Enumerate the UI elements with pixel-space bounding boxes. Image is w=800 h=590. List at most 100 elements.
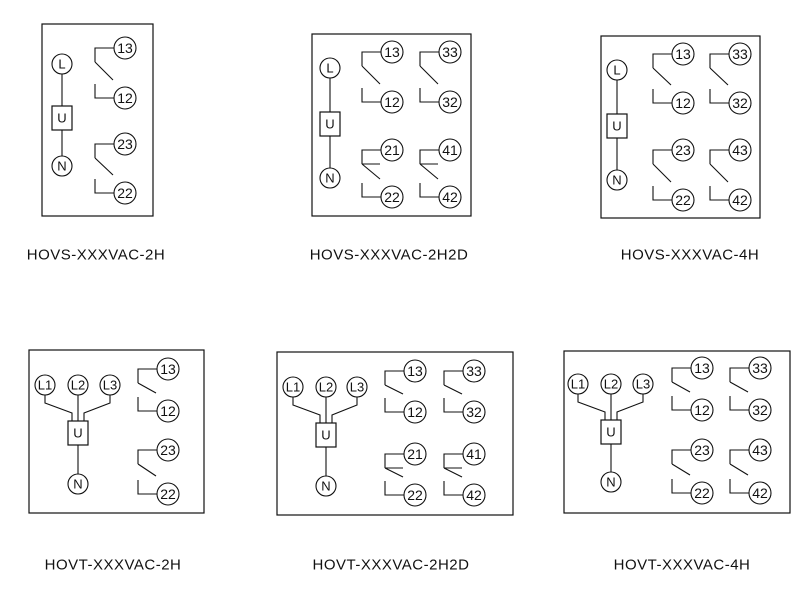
- supply-wire: [83, 395, 111, 421]
- contact-wire: [652, 53, 672, 68]
- terminal-circle: [748, 356, 772, 380]
- terminal-circle: [462, 442, 486, 466]
- contact-wire: [729, 367, 749, 382]
- contact-terminal: 32: [466, 404, 482, 420]
- contact-terminal: 23: [694, 442, 710, 458]
- supply-terminal: L2: [71, 378, 85, 393]
- contact-terminal: 12: [407, 404, 423, 420]
- contact-wire: [709, 89, 729, 104]
- contact-blade: [729, 381, 749, 393]
- terminal-circle: [728, 42, 752, 66]
- terminal-circle: [113, 132, 137, 156]
- contact-wire: [94, 179, 114, 194]
- terminal-circle: [567, 373, 589, 395]
- contact-wire: [384, 370, 404, 385]
- contact-terminal: 43: [732, 142, 748, 158]
- diagram-frame: [41, 23, 154, 217]
- terminal-circle: [748, 481, 772, 505]
- diagram-frame: [28, 349, 205, 514]
- diagram-frame: [600, 35, 761, 219]
- supply-terminal: L2: [604, 377, 618, 392]
- coil-unit-label: U: [325, 117, 334, 132]
- contact-terminal: 33: [466, 363, 482, 379]
- contact-wire: [419, 88, 439, 103]
- contact-blade: [709, 163, 729, 183]
- contact-terminal: 22: [675, 192, 691, 208]
- terminal-circle: [671, 42, 695, 66]
- contact-wire: [652, 186, 672, 201]
- contact-blade: [419, 65, 439, 85]
- terminal-circle: [319, 57, 341, 79]
- contact-blade: [419, 163, 439, 180]
- terminal-circle: [462, 400, 486, 424]
- terminal-circle: [113, 86, 137, 110]
- contact-wire: [671, 479, 691, 494]
- model-label: HOVT-XXXVAC-2H: [45, 557, 182, 574]
- supply-terminal: L3: [636, 377, 650, 392]
- contact-terminal: 22: [694, 485, 710, 501]
- terminal-circle: [67, 473, 89, 495]
- terminal-circle: [438, 40, 462, 64]
- contact-terminal: 42: [466, 487, 482, 503]
- contact-wire: [671, 449, 691, 464]
- contact-terminal: 21: [384, 142, 400, 158]
- terminal-circle: [403, 483, 427, 507]
- contact-blade: [443, 384, 463, 395]
- contact-wire: [652, 149, 672, 164]
- terminal-circle: [346, 376, 368, 398]
- terminal-circle: [606, 169, 628, 191]
- terminal-circle: [156, 438, 180, 462]
- contact-wire: [652, 89, 672, 104]
- no-contact: 23 22: [652, 138, 695, 212]
- contact-terminal: 33: [752, 360, 768, 376]
- contact-blade: [361, 163, 381, 180]
- terminal-circle: [748, 438, 772, 462]
- terminal-circle: [671, 91, 695, 115]
- contact-blade: [137, 382, 157, 394]
- contact-wire: [94, 143, 114, 158]
- supply-wire: [292, 397, 321, 423]
- contact-terminal: 22: [384, 189, 400, 205]
- supply-terminal: L3: [103, 378, 117, 393]
- contact-terminal: 23: [160, 442, 176, 458]
- contact-terminal: 12: [160, 403, 176, 419]
- neutral-terminal: N: [612, 173, 621, 188]
- no-contact: 33 32: [443, 359, 486, 424]
- contact-wire: [384, 398, 404, 413]
- contact-wire: [361, 51, 381, 66]
- contact-wire: [729, 396, 749, 411]
- contact-terminal: 33: [732, 46, 748, 62]
- contact-terminal: 23: [675, 142, 691, 158]
- contact-blade: [361, 65, 381, 85]
- contact-terminal: 22: [407, 487, 423, 503]
- diagram-frame: [311, 33, 472, 217]
- contact-wire: [709, 149, 729, 164]
- contact-wire: [137, 480, 157, 495]
- contact-wire: [384, 481, 404, 496]
- terminal-circle: [438, 138, 462, 162]
- contact-wire: [443, 370, 463, 385]
- contact-blade: [709, 67, 729, 86]
- model-label: HOVT-XXXVAC-2H2D: [313, 557, 470, 574]
- contact-terminal: 12: [384, 94, 400, 110]
- contact-wire: [419, 149, 439, 164]
- contact-terminal: 12: [117, 90, 133, 106]
- contact-wire: [443, 398, 463, 413]
- terminal-circle: [690, 481, 714, 505]
- terminal-circle: [438, 90, 462, 114]
- terminal-circle: [403, 400, 427, 424]
- contact-wire: [137, 449, 157, 464]
- terminal-circle: [380, 90, 404, 114]
- supply-terminal: L: [58, 57, 65, 72]
